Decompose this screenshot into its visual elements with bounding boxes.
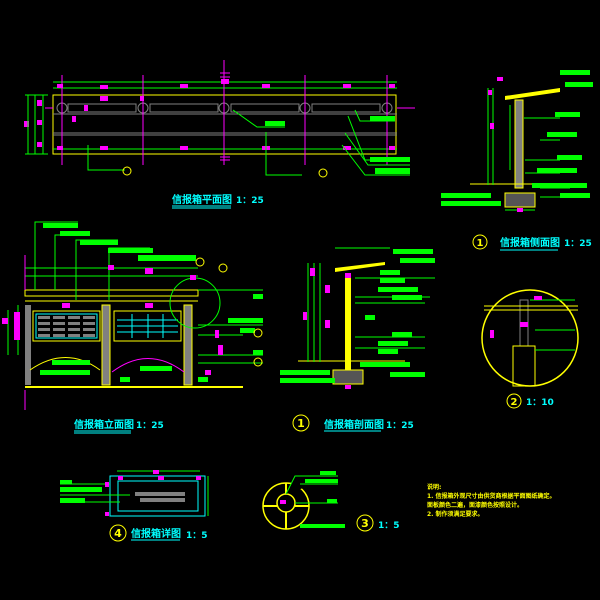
detail-2: 2 1：10	[481, 289, 579, 409]
section-view: 1 信报箱剖面图 1：25	[280, 247, 435, 432]
elevation-view: 信报箱立面图 1：25	[2, 221, 263, 434]
detail2-number-circle	[506, 393, 522, 409]
svg-text:4: 4	[114, 527, 122, 540]
section-title: 信报箱剖面图	[324, 418, 384, 431]
svg-text:3: 3	[361, 517, 369, 530]
notes-line: 1. 信报箱外观尺寸由供货商根据平面图纸确定。	[427, 492, 556, 500]
side-view: 1 信报箱侧面图 1：25	[441, 70, 593, 251]
svg-text:1: 1	[477, 238, 484, 249]
side-title: 信报箱侧面图	[500, 236, 560, 249]
detail3-scale: 1：5	[378, 521, 400, 531]
notes-heading: 说明:	[427, 483, 441, 491]
plan-title: 信报箱平面图	[172, 193, 232, 206]
notes-line: 面板颜色二遍，面漆颜色按照设计。	[427, 501, 523, 509]
detail2-scale: 1：10	[526, 398, 554, 408]
detail4-number-circle	[109, 524, 127, 542]
plan-view: 信报箱平面图 1：25	[24, 60, 415, 209]
notes-line: 2. 制作须满足要求。	[427, 510, 484, 518]
detail4-title: 信报箱详图	[131, 527, 181, 540]
section-scale: 1：25	[386, 421, 414, 431]
detail-4: 4 信报箱详图 1：5	[60, 470, 209, 542]
svg-text:1: 1	[297, 417, 305, 430]
detail4-scale: 1：5	[186, 531, 208, 541]
side-number-circle	[472, 234, 488, 250]
detail3-number-circle	[356, 514, 374, 532]
notes: 说明: 1. 信报箱外观尺寸由供货商根据平面图纸确定。 面板颜色二遍，面漆颜色按…	[427, 483, 556, 518]
elevation-scale: 1：25	[136, 421, 164, 431]
side-scale: 1：25	[564, 239, 592, 249]
section-number-circle	[292, 414, 310, 432]
plan-scale: 1：25	[236, 196, 264, 206]
svg-text:2: 2	[511, 397, 518, 408]
elevation-title: 信报箱立面图	[74, 418, 134, 431]
detail-3: 3 1：5	[262, 471, 400, 532]
